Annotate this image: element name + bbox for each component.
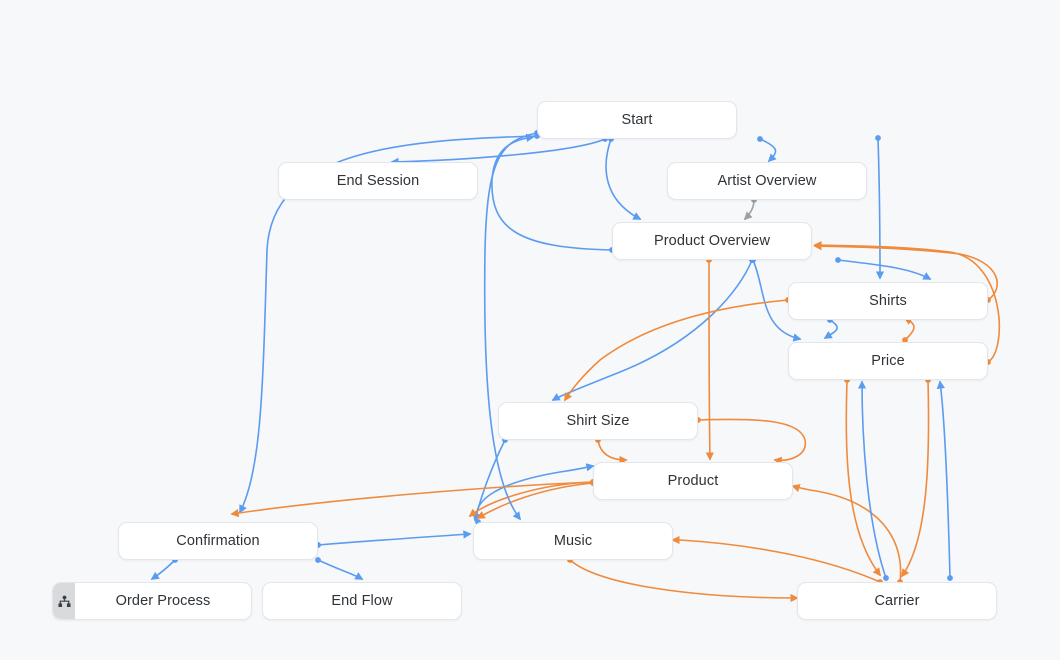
node-label-shirts: Shirts (869, 292, 907, 309)
node-shirts[interactable]: Shirts (788, 282, 988, 320)
node-product[interactable]: Product (593, 462, 793, 500)
node-price[interactable]: Price (788, 342, 988, 380)
node-label-product-overview: Product Overview (653, 232, 771, 249)
node-label-end-session: End Session (336, 172, 420, 189)
node-confirmation[interactable]: Confirmation (118, 522, 318, 560)
node-label-order-process: Order Process (115, 592, 211, 609)
node-label-carrier: Carrier (874, 592, 920, 609)
node-label-start: Start (621, 111, 653, 128)
node-label-shirt-size: Shirt Size (566, 412, 630, 429)
node-label-confirmation: Confirmation (176, 532, 260, 549)
node-end-session[interactable]: End Session (278, 162, 478, 200)
node-product-overview[interactable]: Product Overview (612, 222, 812, 260)
node-music[interactable]: Music (473, 522, 673, 560)
node-label-artist-overview: Artist Overview (717, 172, 817, 189)
node-end-flow[interactable]: End Flow (262, 582, 462, 620)
node-order-process[interactable]: Order Process (52, 582, 252, 620)
node-label-end-flow: End Flow (331, 592, 393, 609)
node-label-price: Price (871, 352, 905, 369)
node-label-music: Music (553, 532, 593, 549)
node-label-product: Product (667, 472, 719, 489)
hierarchy-icon (53, 583, 75, 619)
node-artist-overview[interactable]: Artist Overview (667, 162, 867, 200)
node-start[interactable]: Start (537, 101, 737, 139)
node-carrier[interactable]: Carrier (797, 582, 997, 620)
node-shirt-size[interactable]: Shirt Size (498, 402, 698, 440)
